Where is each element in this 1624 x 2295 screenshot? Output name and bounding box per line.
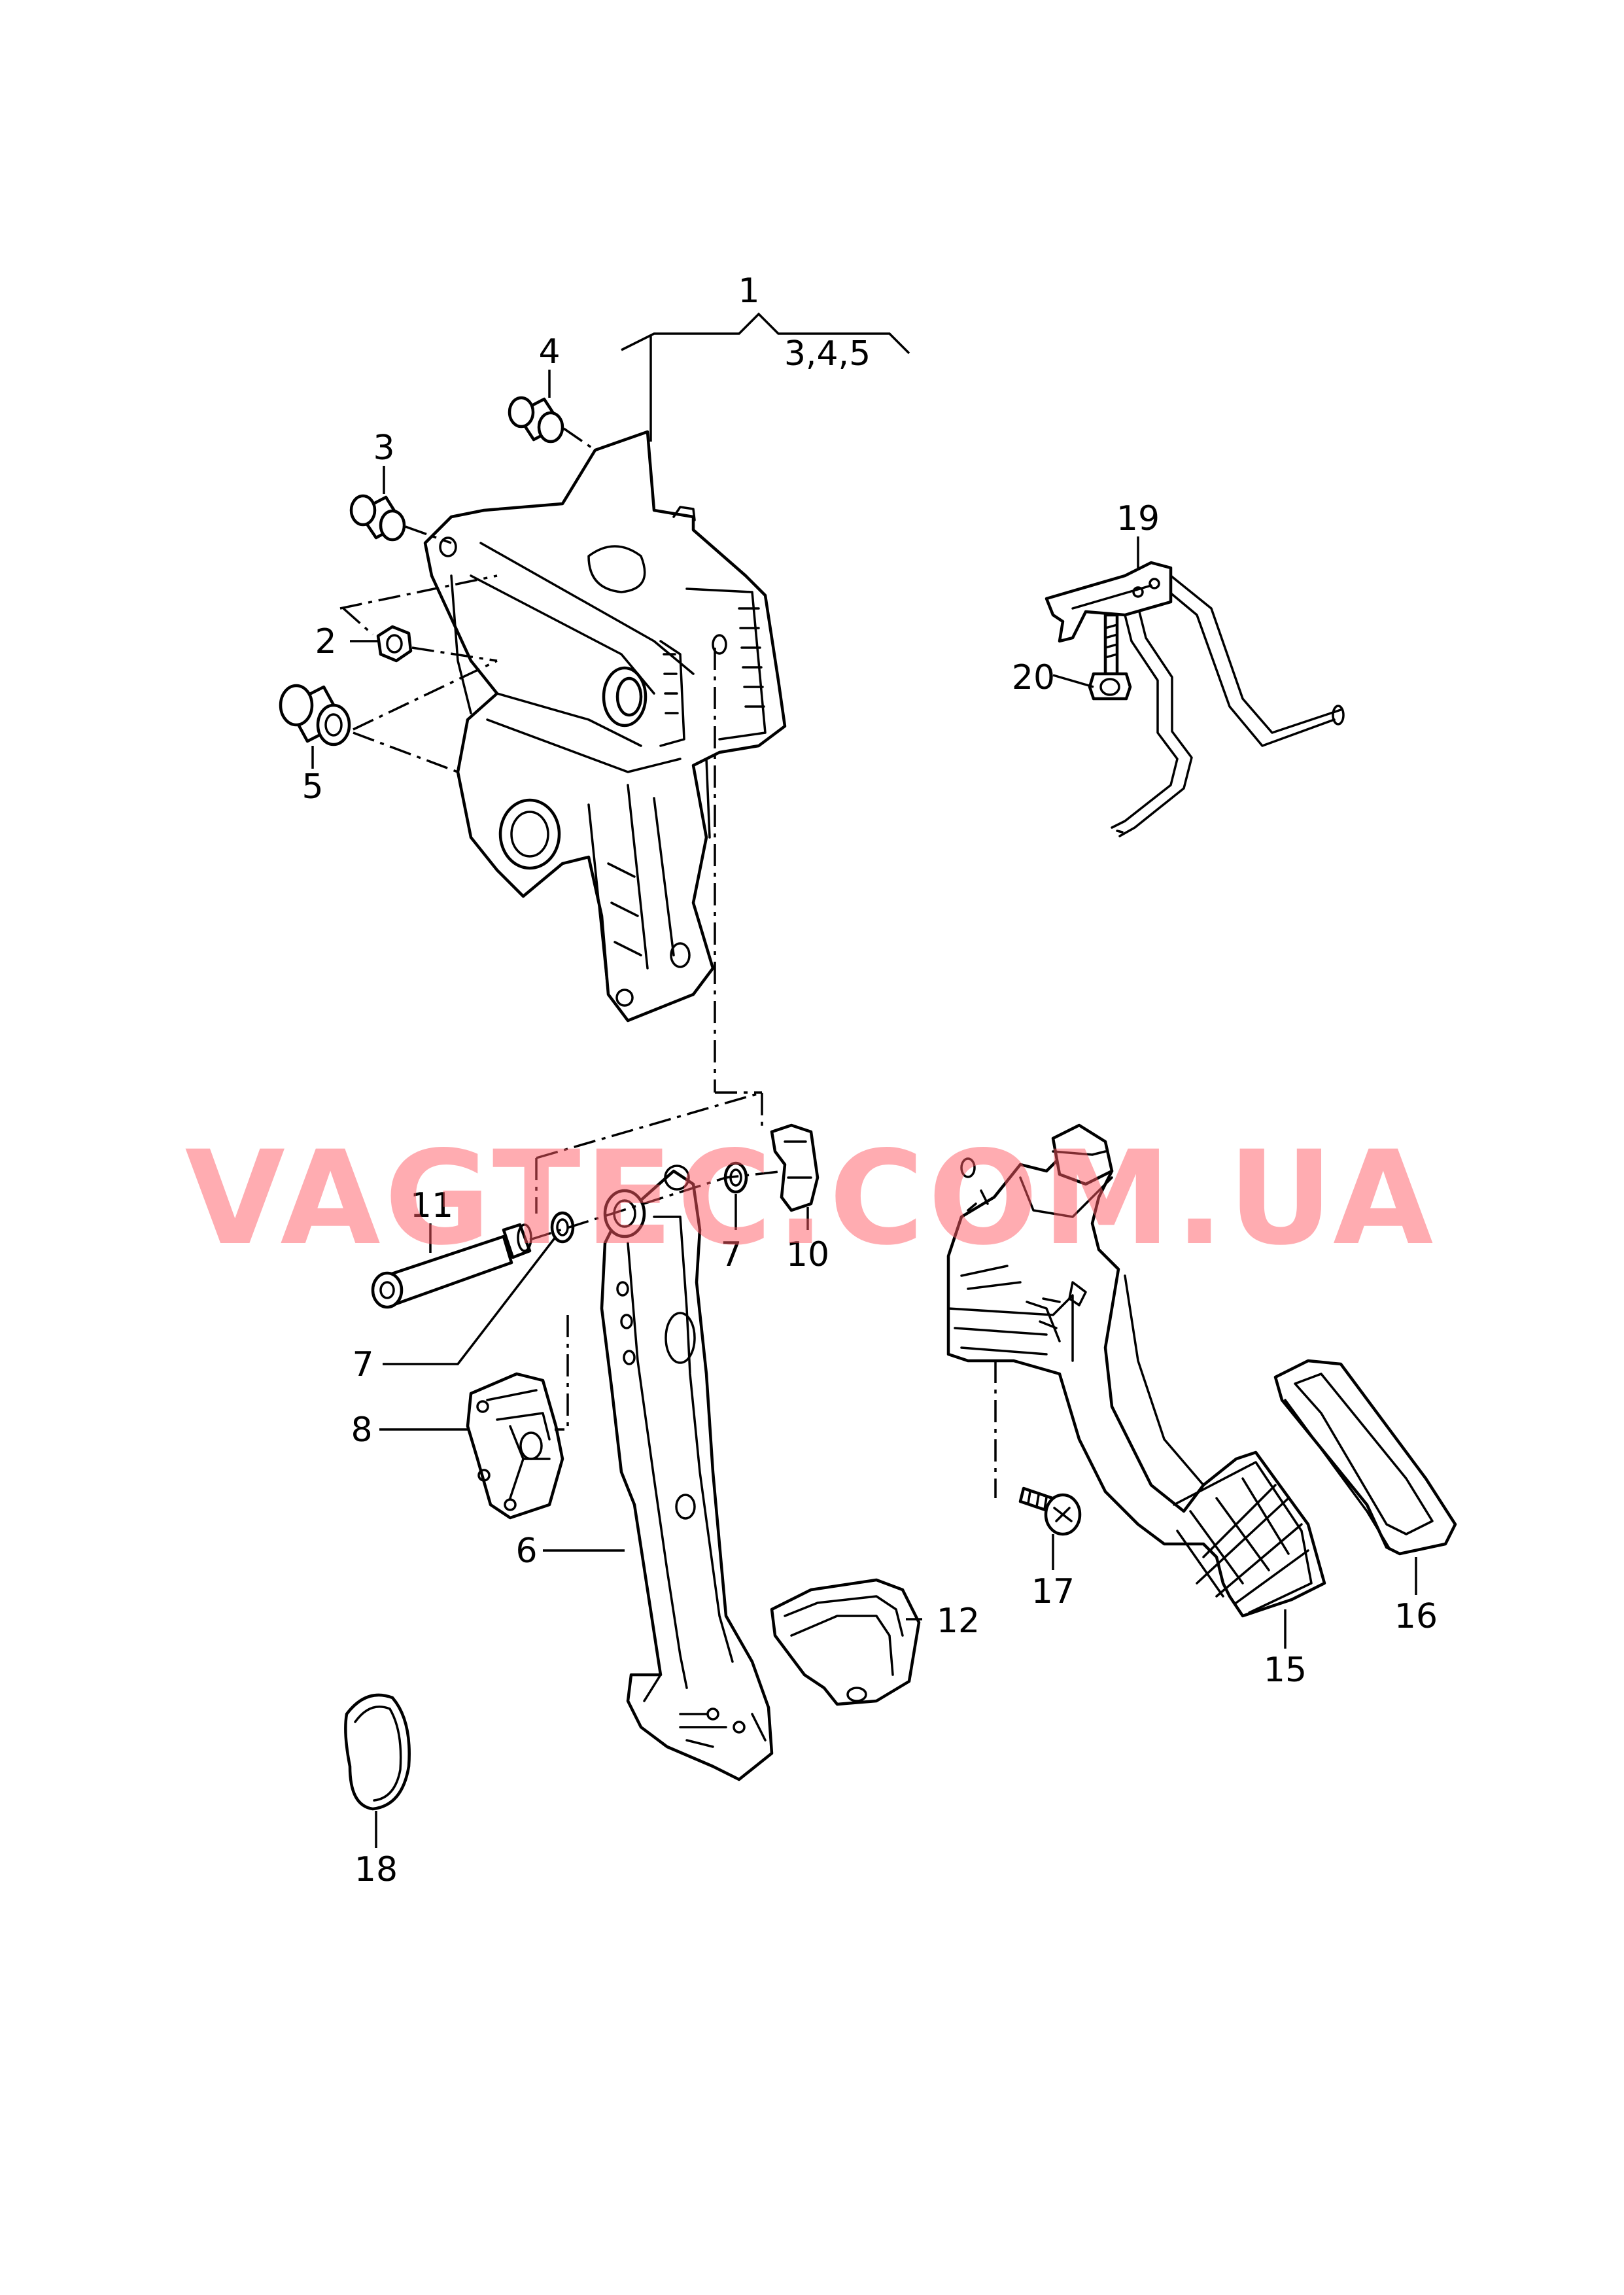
bushing-3 <box>349 494 406 542</box>
bushing-5 <box>279 684 351 746</box>
callout-18: 18 <box>354 1850 398 1889</box>
callout-19: 19 <box>1116 499 1160 538</box>
callout-6: 6 <box>515 1532 537 1571</box>
pivot-pin-11 <box>371 1223 532 1309</box>
callout-3-4-5: 3,4,5 <box>784 334 871 374</box>
callout-10: 10 <box>786 1235 829 1274</box>
callout-4: 4 <box>538 332 560 372</box>
nut-2 <box>376 625 413 663</box>
line-bracket-19 <box>1045 561 1345 837</box>
brake-pedal-6 <box>600 1165 774 1781</box>
callout-16: 16 <box>1394 1597 1438 1636</box>
bushing-4 <box>508 396 564 444</box>
clip-10 <box>770 1123 820 1212</box>
callout-1: 1 <box>738 272 759 311</box>
bolt-17 <box>1018 1486 1082 1536</box>
callout-2: 2 <box>315 622 336 661</box>
pedal-stop-8 <box>466 1372 564 1520</box>
callout-15: 15 <box>1264 1651 1307 1690</box>
cover-cap-18 <box>344 1693 411 1811</box>
callout-8: 8 <box>351 1410 372 1450</box>
callout-20: 20 <box>1012 658 1055 697</box>
callout-3: 3 <box>373 429 394 468</box>
pedal-bracket <box>423 430 787 1023</box>
bolt-20 <box>1088 613 1132 701</box>
callout-12: 12 <box>937 1602 980 1641</box>
accelerator-pedal-15 <box>946 1123 1326 1618</box>
accelerator-pad-16 <box>1273 1359 1457 1556</box>
callout-7-left: 7 <box>352 1345 373 1384</box>
callout-5: 5 <box>302 767 323 807</box>
watermark: VAGTEC.COM.UA <box>185 1123 1438 1274</box>
brake-pedal-pad-12 <box>770 1578 921 1706</box>
callout-11: 11 <box>410 1186 453 1225</box>
callout-7-right: 7 <box>720 1235 742 1274</box>
callout-17: 17 <box>1031 1572 1075 1611</box>
